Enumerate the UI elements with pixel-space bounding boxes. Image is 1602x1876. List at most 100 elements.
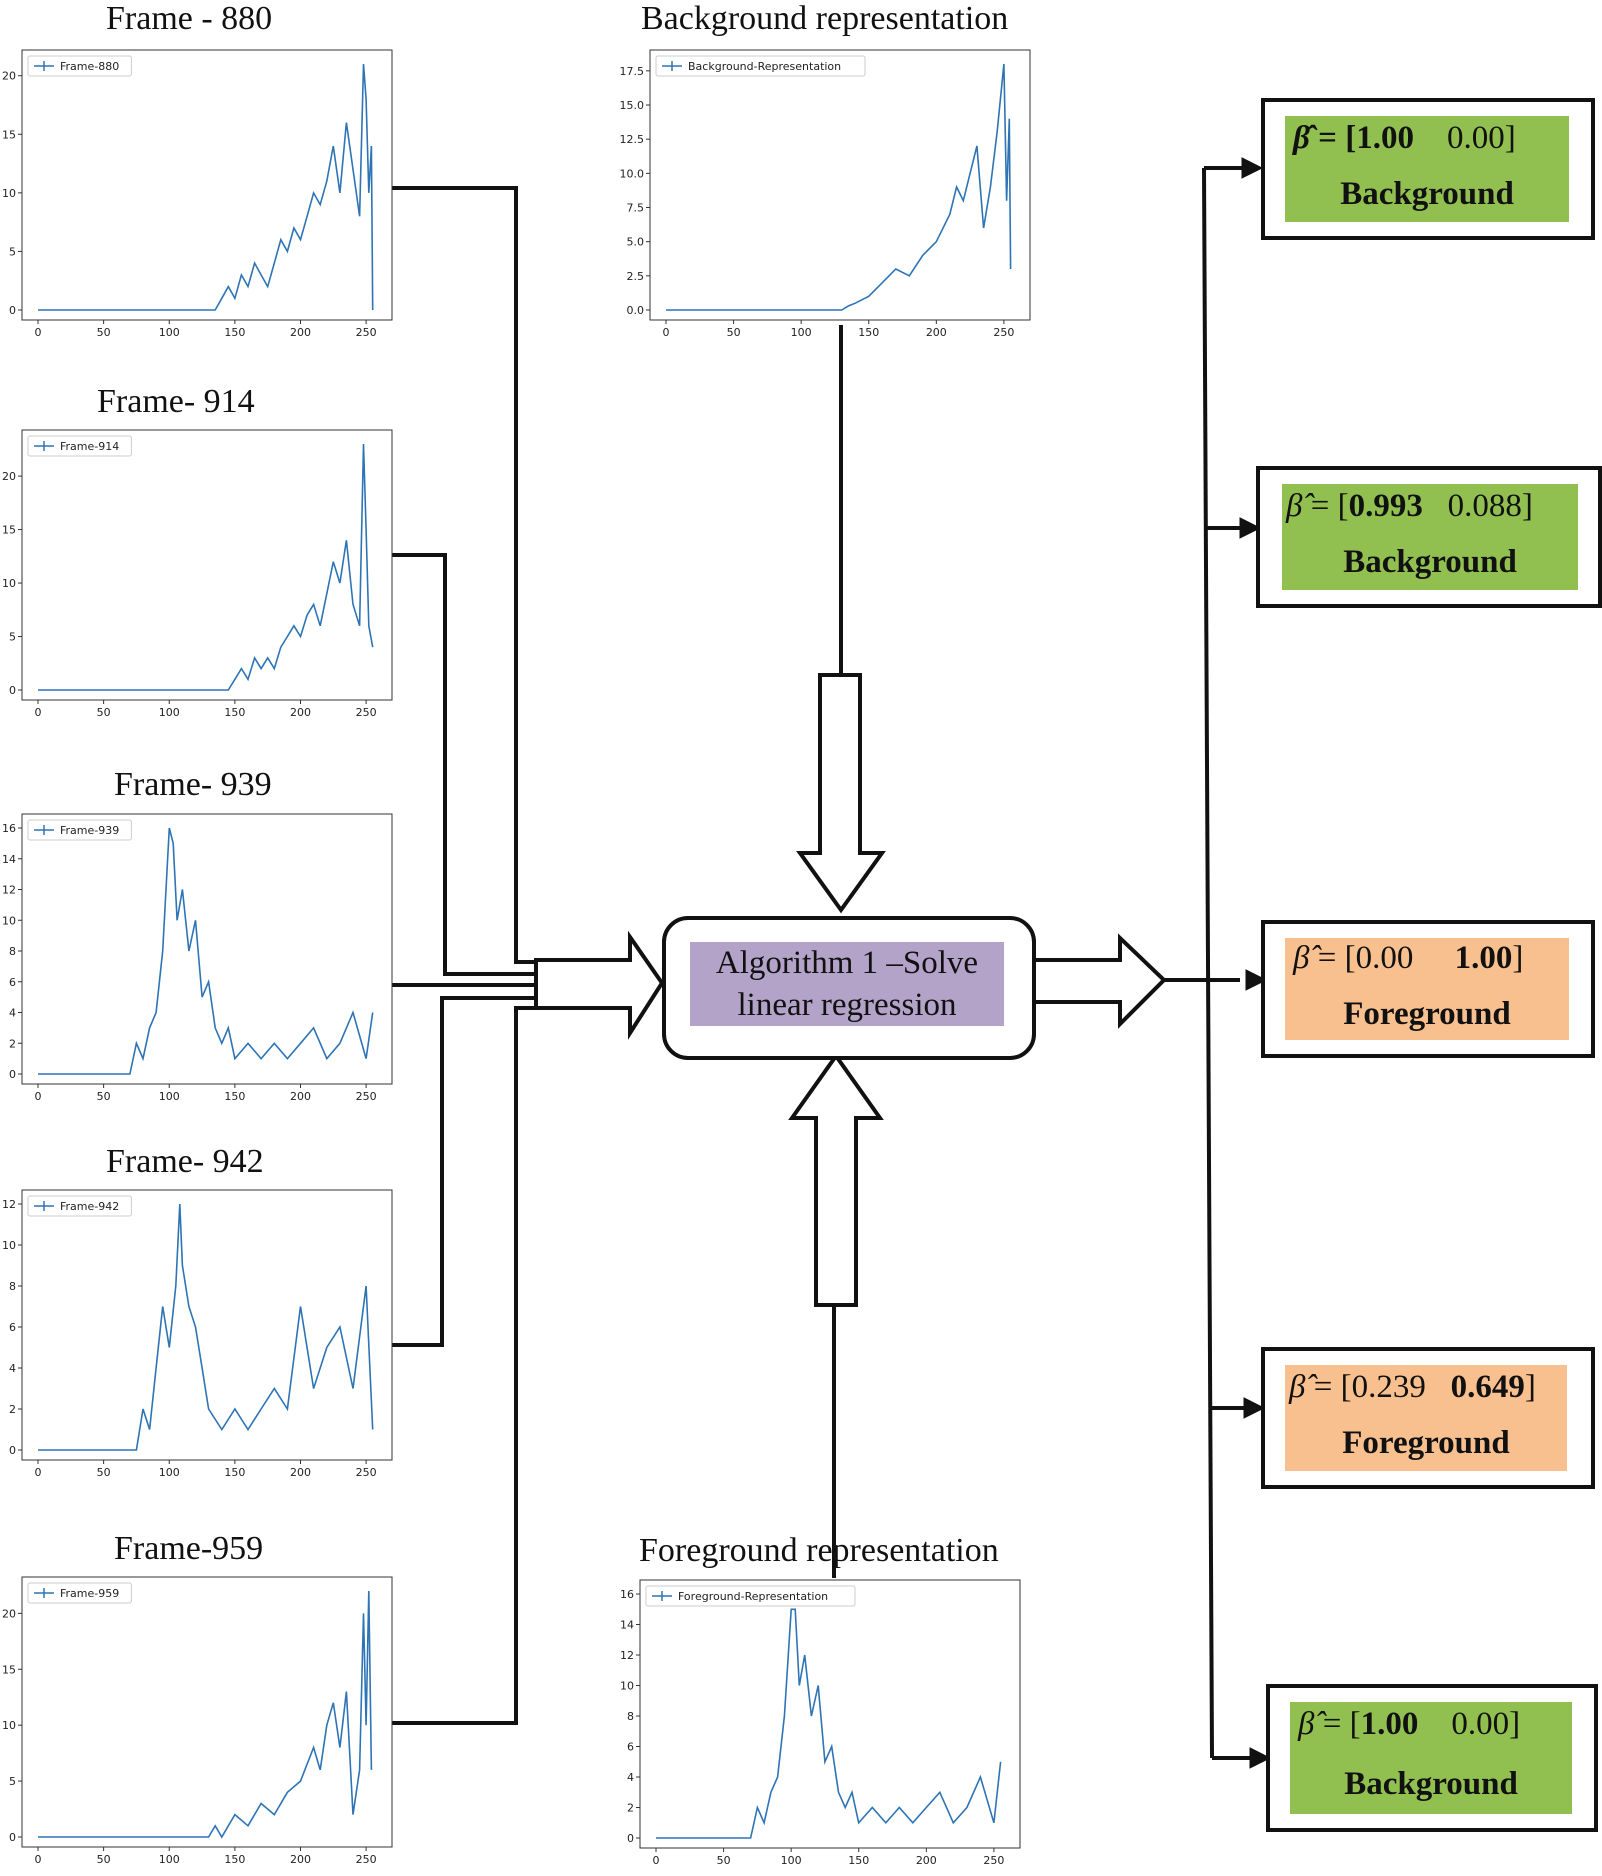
x-tick-label: 200 xyxy=(290,326,311,339)
series-line xyxy=(38,1590,373,1839)
connector-frame-959 xyxy=(389,1006,546,1725)
x-tick-label: 50 xyxy=(97,1853,111,1866)
y-tick-label: 6 xyxy=(9,1321,16,1334)
beta-equals: = xyxy=(1302,488,1338,524)
x-tick-label: 0 xyxy=(35,1853,42,1866)
y-tick-label: 10 xyxy=(2,914,16,927)
y-tick-label: 4 xyxy=(9,1362,16,1375)
y-tick-label: 16 xyxy=(2,822,16,835)
beta-open: [ xyxy=(1349,1706,1361,1742)
beta-value-1: 0.993 xyxy=(1348,488,1423,524)
x-tick-label: 150 xyxy=(858,326,879,339)
result-fill-3: β̂ = [0.00 1.00] Foreground xyxy=(1285,938,1569,1040)
frame-942-title: Frame- 942 xyxy=(106,1143,264,1180)
beta-symbol: β̂ xyxy=(1293,940,1310,976)
x-tick-label: 100 xyxy=(159,326,180,339)
x-tick-label: 50 xyxy=(97,326,111,339)
x-tick-label: 0 xyxy=(35,1090,42,1103)
beta-symbol: β̂ xyxy=(1286,488,1303,524)
x-tick-label: 100 xyxy=(159,1466,180,1479)
input-arrow-left xyxy=(534,930,665,1040)
result-beta-4: β̂ = [0.239 0.649] xyxy=(1289,1369,1567,1406)
connector-frame-880 xyxy=(389,186,546,964)
result-label-4: Foreground xyxy=(1342,1425,1510,1461)
beta-value-2: 0.00 xyxy=(1451,1706,1510,1742)
foreground-representation-title: Foreground representation xyxy=(639,1532,999,1569)
y-tick-label: 8 xyxy=(9,1280,16,1293)
y-tick-label: 0 xyxy=(9,1444,16,1457)
y-tick-label: 0 xyxy=(9,1831,16,1844)
y-tick-label: 8 xyxy=(9,945,16,958)
x-tick-label: 250 xyxy=(356,326,377,339)
y-tick-label: 8 xyxy=(627,1710,634,1723)
beta-close: ] xyxy=(1509,1706,1521,1742)
result-label-1: Background xyxy=(1340,176,1514,212)
result-beta-1: β̂ = [1.00 0.00] xyxy=(1293,120,1569,157)
beta-close: ] xyxy=(1504,120,1516,156)
result-fill-5: β̂ = [1.00 0.00] Background xyxy=(1290,1702,1572,1814)
series-line xyxy=(656,1608,1002,1839)
y-tick-label: 0 xyxy=(9,684,16,697)
result-box-5: β̂ = [1.00 0.00] Background xyxy=(1266,1684,1598,1832)
beta-value-2: 0.088 xyxy=(1447,488,1522,524)
result-fill-4: β̂ = [0.239 0.649] Foreground xyxy=(1285,1365,1567,1471)
result-label-5: Background xyxy=(1344,1766,1518,1802)
legend-label: Frame-914 xyxy=(60,440,119,453)
legend-box xyxy=(655,55,866,77)
y-tick-label: 15.0 xyxy=(620,99,645,112)
x-tick-label: 0 xyxy=(653,1854,660,1867)
x-tick-label: 250 xyxy=(356,1853,377,1866)
x-tick-label: 200 xyxy=(926,326,947,339)
beta-open: [ xyxy=(1344,940,1356,976)
y-tick-label: 10 xyxy=(2,577,16,590)
arrowhead-result-1 xyxy=(1241,157,1264,179)
result-fill-1: β̂ = [1.00 0.00] Background xyxy=(1285,116,1569,222)
output-bus xyxy=(1202,167,1214,1759)
x-tick-label: 0 xyxy=(35,326,42,339)
x-tick-label: 50 xyxy=(97,706,111,719)
legend-box xyxy=(27,1195,132,1217)
legend-label: Frame-939 xyxy=(60,824,119,837)
beta-value-1: 1.00 xyxy=(1356,120,1414,156)
legend-box xyxy=(645,1585,856,1607)
plot-frame xyxy=(21,1189,393,1461)
series-line xyxy=(38,443,374,691)
result-box-1: β̂ = [1.00 0.00] Background xyxy=(1261,98,1595,240)
result-fill-2: β̂ = [0.993 0.088] Background xyxy=(1282,484,1578,590)
y-tick-label: 10.0 xyxy=(620,167,645,180)
legend-label: Frame-942 xyxy=(60,1200,119,1213)
y-tick-label: 20 xyxy=(2,470,16,483)
result-beta-3: β̂ = [0.00 1.00] xyxy=(1293,940,1569,977)
y-tick-label: 4 xyxy=(9,1007,16,1020)
plot-frame xyxy=(21,429,393,701)
y-tick-label: 12.5 xyxy=(620,133,645,146)
connector-frame-914 xyxy=(389,553,546,976)
y-tick-label: 20 xyxy=(2,1607,16,1620)
y-tick-label: 15 xyxy=(2,1663,16,1676)
x-tick-label: 0 xyxy=(35,706,42,719)
arrowhead-result-5 xyxy=(1249,1747,1272,1769)
frame-959-title: Frame-959 xyxy=(114,1530,264,1567)
beta-value-2: 1.00 xyxy=(1454,940,1513,976)
result-label-2: Background xyxy=(1343,544,1517,580)
x-tick-label: 200 xyxy=(290,1853,311,1866)
y-tick-label: 0.0 xyxy=(627,304,645,317)
x-tick-label: 200 xyxy=(916,1854,937,1867)
x-tick-label: 250 xyxy=(983,1854,1004,1867)
frame-939-title: Frame- 939 xyxy=(114,766,272,803)
y-tick-label: 5.0 xyxy=(627,236,645,249)
algorithm-label: Algorithm 1 –Solve linear regression xyxy=(690,942,1004,1026)
frame-880-title: Frame - 880 xyxy=(106,0,273,37)
legend-box xyxy=(27,1582,132,1604)
y-tick-label: 2 xyxy=(9,1037,16,1050)
result-beta-2: β̂ = [0.993 0.088] xyxy=(1286,488,1578,525)
x-tick-label: 250 xyxy=(356,706,377,719)
y-tick-label: 12 xyxy=(2,1198,16,1211)
legend-box xyxy=(27,819,132,841)
x-tick-label: 200 xyxy=(290,1090,311,1103)
y-tick-label: 5 xyxy=(9,631,16,644)
